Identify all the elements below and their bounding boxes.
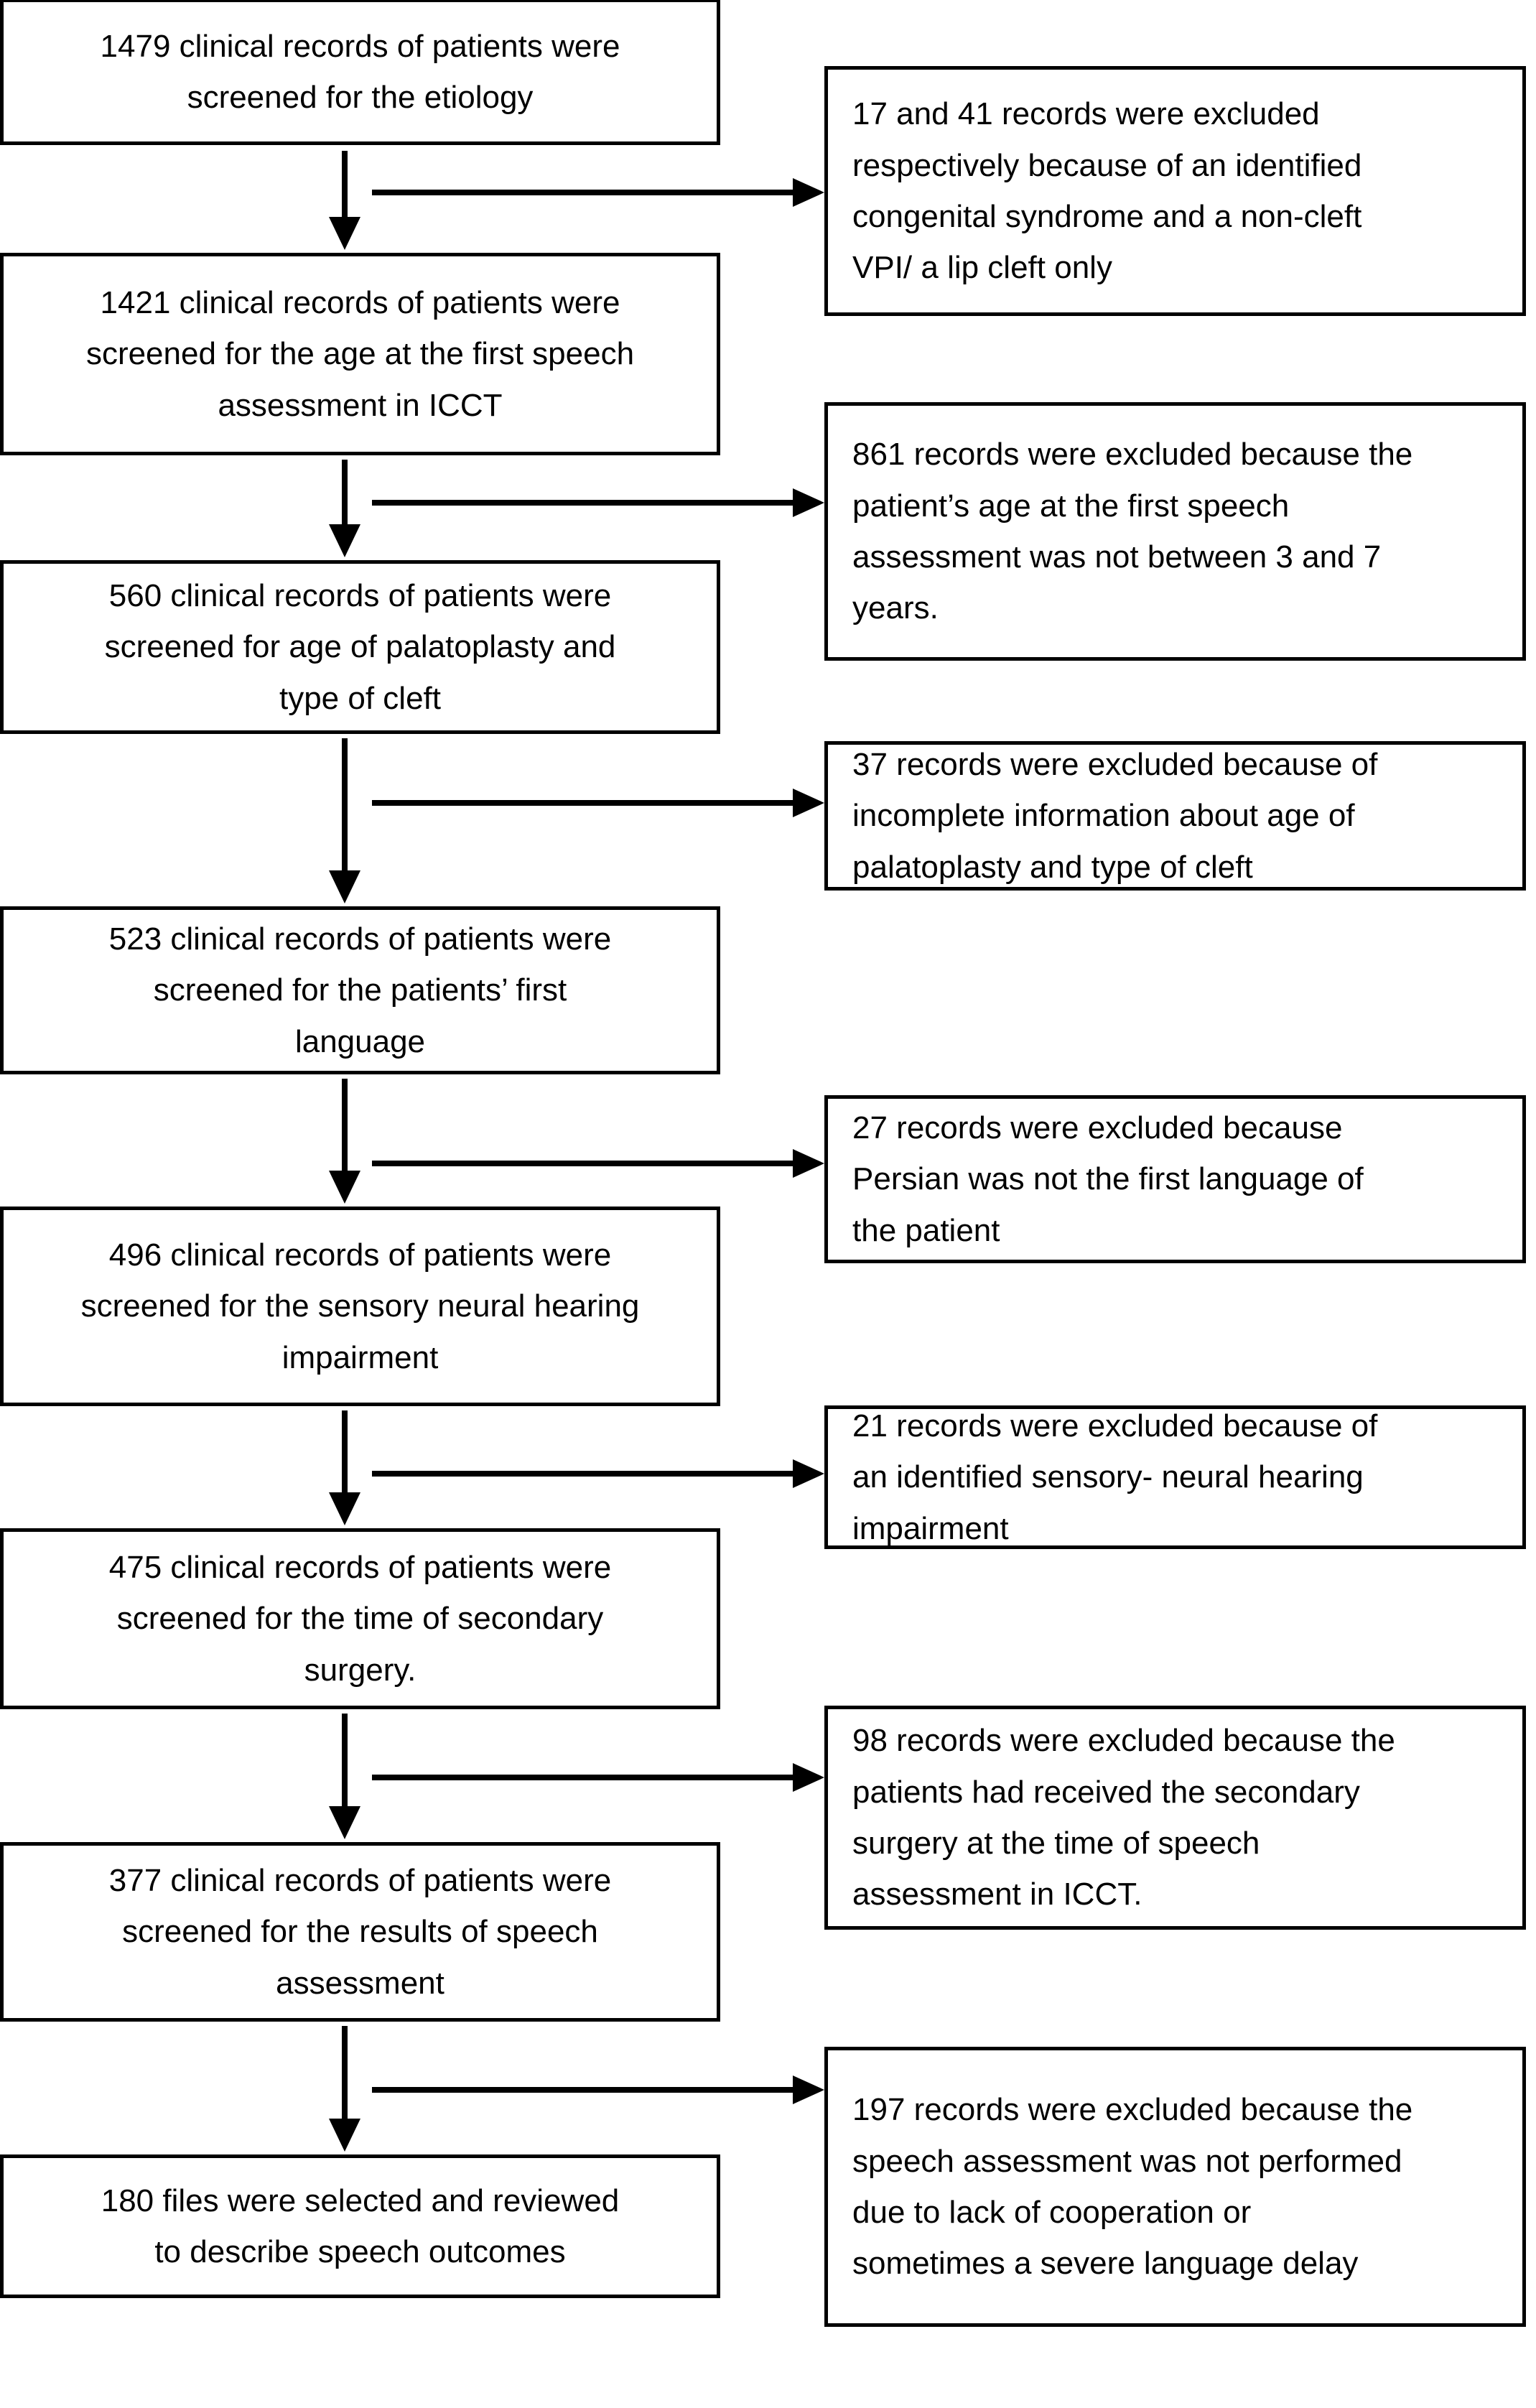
exclusion-node-3: 37 records were excluded because of inco… bbox=[824, 741, 1526, 891]
exclusion-node-6-text: 98 records were excluded because the pat… bbox=[852, 1723, 1395, 1912]
flow-arrow-down-2 bbox=[329, 460, 360, 557]
flow-node-8-text: 180 files were selected and reviewed to … bbox=[101, 2182, 620, 2269]
flow-node-7: 377 clinical records of patients were sc… bbox=[0, 1842, 720, 2022]
flow-node-2: 1421 clinical records of patients were s… bbox=[0, 253, 720, 455]
flow-node-4-text: 523 clinical records of patients were sc… bbox=[108, 921, 612, 1059]
exclusion-arrow-7 bbox=[372, 2075, 824, 2104]
flow-node-6: 475 clinical records of patients were sc… bbox=[0, 1528, 720, 1709]
exclusion-node-4: 27 records were excluded because Persian… bbox=[824, 1095, 1526, 1263]
exclusion-node-5: 21 records were excluded because of an i… bbox=[824, 1405, 1526, 1549]
flow-arrow-down-6 bbox=[329, 1714, 360, 1839]
exclusion-node-6: 98 records were excluded because the pat… bbox=[824, 1706, 1526, 1930]
exclusion-node-7-text: 197 records were excluded because the sp… bbox=[852, 2092, 1413, 2282]
exclusion-arrow-2 bbox=[372, 488, 824, 517]
flow-arrow-down-3 bbox=[329, 738, 360, 903]
exclusion-node-3-text: 37 records were excluded because of inco… bbox=[852, 747, 1378, 885]
flow-node-5: 496 clinical records of patients were sc… bbox=[0, 1207, 720, 1406]
flow-node-3: 560 clinical records of patients were sc… bbox=[0, 560, 720, 734]
flow-node-3-text: 560 clinical records of patients were sc… bbox=[104, 578, 616, 716]
flow-arrow-down-1 bbox=[329, 151, 360, 250]
exclusion-arrow-6 bbox=[372, 1763, 824, 1792]
flow-node-4: 523 clinical records of patients were sc… bbox=[0, 906, 720, 1074]
flow-arrow-down-5 bbox=[329, 1410, 360, 1525]
flow-node-6-text: 475 clinical records of patients were sc… bbox=[108, 1550, 612, 1688]
exclusion-node-1-text: 17 and 41 records were excluded respecti… bbox=[852, 96, 1362, 286]
flow-node-5-text: 496 clinical records of patients were sc… bbox=[80, 1237, 640, 1375]
exclusion-arrow-5 bbox=[372, 1459, 824, 1488]
flow-node-2-text: 1421 clinical records of patients were s… bbox=[85, 285, 635, 423]
flow-node-8: 180 files were selected and reviewed to … bbox=[0, 2154, 720, 2298]
flow-arrow-down-4 bbox=[329, 1079, 360, 1204]
exclusion-node-1: 17 and 41 records were excluded respecti… bbox=[824, 66, 1526, 316]
flow-arrow-down-7 bbox=[329, 2026, 360, 2152]
exclusion-arrow-4 bbox=[372, 1149, 824, 1178]
exclusion-node-7: 197 records were excluded because the sp… bbox=[824, 2047, 1526, 2327]
exclusion-node-5-text: 21 records were excluded because of an i… bbox=[852, 1408, 1378, 1546]
exclusion-arrow-1 bbox=[372, 178, 824, 207]
exclusion-node-2-text: 861 records were excluded because the pa… bbox=[852, 437, 1413, 626]
flow-node-1: 1479 clinical records of patients were s… bbox=[0, 0, 720, 145]
exclusion-node-2: 861 records were excluded because the pa… bbox=[824, 402, 1526, 661]
flow-node-7-text: 377 clinical records of patients were sc… bbox=[108, 1863, 612, 2001]
exclusion-arrow-3 bbox=[372, 789, 824, 817]
flow-node-1-text: 1479 clinical records of patients were s… bbox=[100, 28, 620, 115]
exclusion-node-4-text: 27 records were excluded because Persian… bbox=[852, 1110, 1364, 1248]
